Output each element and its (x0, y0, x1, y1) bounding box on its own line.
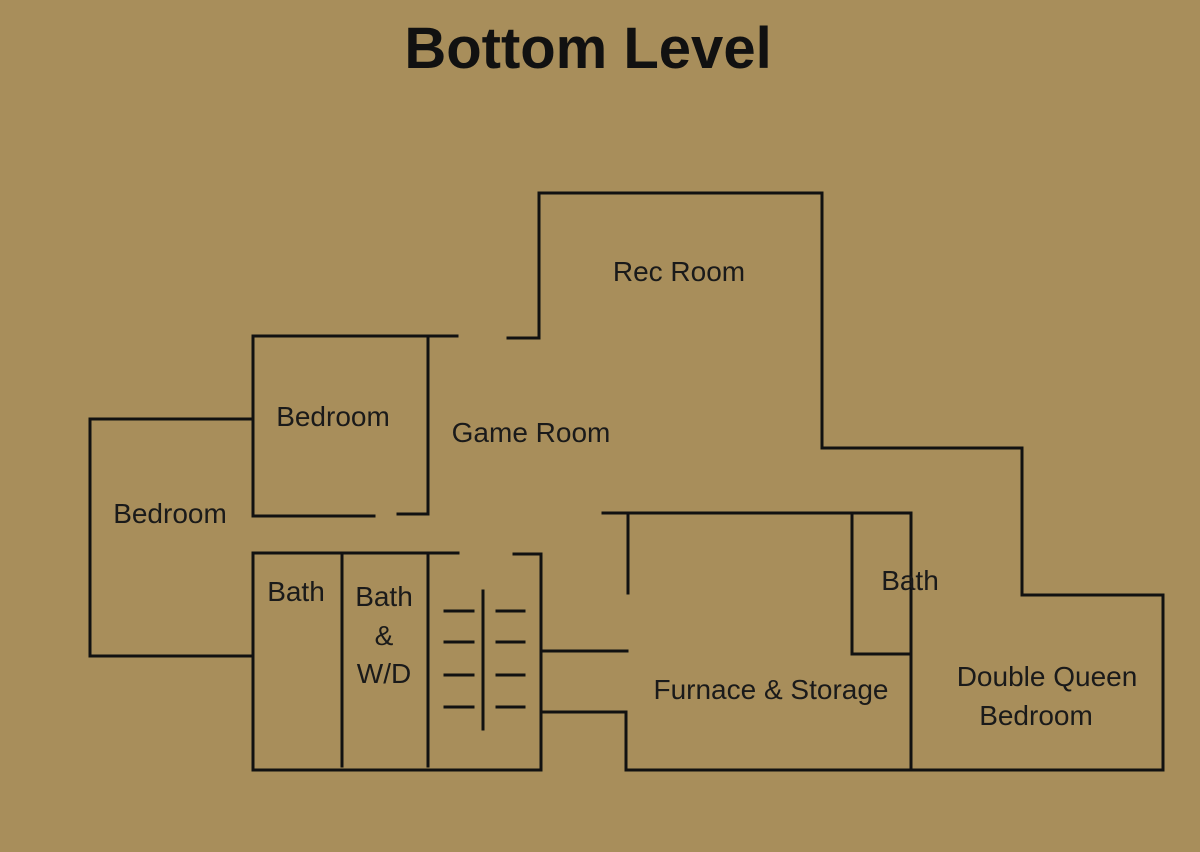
wall-bath-2 (850, 511, 913, 656)
stairs (443, 589, 526, 731)
wall-rec-room-outline (506, 191, 1165, 772)
walls (88, 191, 1165, 772)
label-furnace-storage: Furnace & Storage (653, 674, 888, 705)
label-bath-wd-1: Bath (355, 581, 413, 612)
label-bath-wd-3: W/D (357, 658, 411, 689)
label-bath-1: Bath (267, 576, 325, 607)
label-bedroom-upper: Bedroom (276, 401, 390, 432)
label-bedroom-left: Bedroom (113, 498, 227, 529)
label-bath-2: Bath (881, 565, 939, 596)
wall-bedroom-upper-right (396, 334, 430, 516)
wall-bedroom-upper-bottom (251, 417, 376, 518)
wall-bath-block (251, 551, 543, 772)
wall-top-left (88, 334, 459, 658)
room-labels: Rec Room Bedroom Game Room Bedroom Bath … (113, 256, 1137, 731)
label-double-queen-1: Double Queen (957, 661, 1138, 692)
label-double-queen-2: Bedroom (979, 700, 1093, 731)
label-rec-room: Rec Room (613, 256, 745, 287)
diagram-title: Bottom Level (404, 16, 771, 81)
label-bath-wd-2: & (375, 620, 394, 651)
label-game-room: Game Room (452, 417, 611, 448)
